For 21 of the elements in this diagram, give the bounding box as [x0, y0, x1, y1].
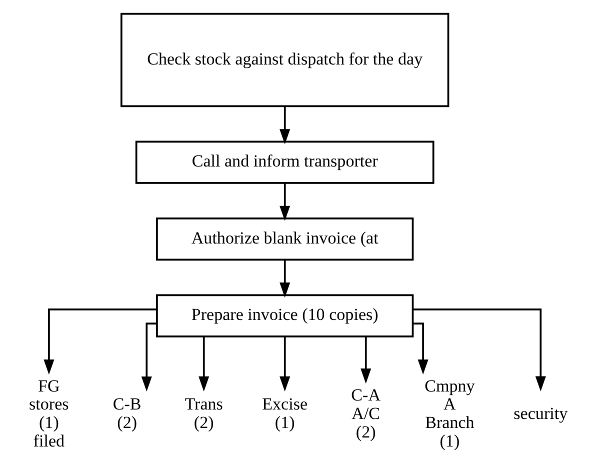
arrow — [280, 106, 290, 144]
arrow — [198, 336, 210, 392]
node-box: Authorize blank invoice (at — [156, 218, 414, 261]
node-text: security — [514, 404, 568, 423]
arrow — [280, 183, 290, 221]
node-text: C-A A/C (2) — [351, 385, 381, 442]
node-box: Prepare invoice (10 copies) — [156, 294, 414, 338]
node-text: Excise (1) — [262, 394, 308, 432]
arrow — [360, 336, 372, 384]
arrow — [44, 308, 157, 375]
arrow — [413, 322, 428, 375]
node-text: Cmpny A Branch (1) — [424, 376, 475, 451]
arrow — [413, 308, 546, 392]
node-text: C-B (2) — [112, 394, 142, 432]
arrow — [280, 260, 290, 298]
arrow — [280, 336, 290, 392]
node-box: Call and inform transporter — [135, 140, 434, 184]
arrow — [141, 322, 157, 392]
node-text: FG stores (1) filed — [29, 376, 69, 451]
node-box: Check stock against dispatch for the day — [120, 12, 450, 108]
node-text: Trans (2) — [184, 394, 223, 432]
